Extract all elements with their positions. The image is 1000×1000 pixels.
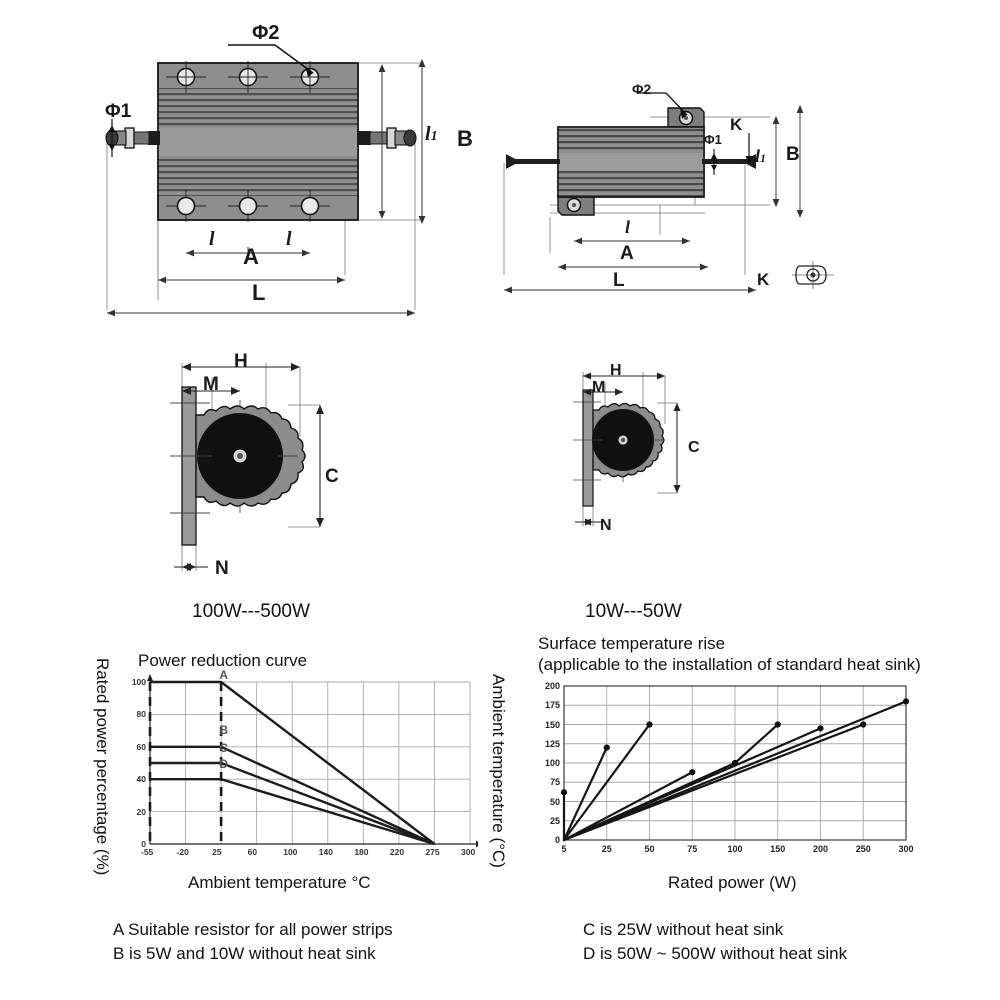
power-reduction-ytick: 80 bbox=[136, 709, 146, 720]
power-reduction-curve-label: C bbox=[219, 740, 229, 755]
power-reduction-xtick: -55 bbox=[141, 847, 154, 857]
eyelet-detail bbox=[790, 258, 836, 292]
front-view-label-phi1: Φ1 bbox=[105, 101, 132, 122]
side-view-label-phi2: Φ2 bbox=[632, 81, 652, 97]
footnote-right-line-2: D is 50W ~ 500W without heat sink bbox=[583, 944, 848, 963]
power-reduction-ytick: 100 bbox=[131, 677, 146, 687]
surface-temp-ytick: 25 bbox=[549, 815, 560, 826]
power-reduction-xtick: 100 bbox=[283, 847, 298, 857]
front-view-label-A: A bbox=[243, 244, 259, 269]
front-view-drawing bbox=[70, 15, 490, 335]
surface-temp-xtick: 200 bbox=[812, 844, 829, 854]
power-reduction-ytick: 20 bbox=[136, 806, 146, 817]
phi2-leader-side bbox=[638, 92, 688, 116]
front-view-label-l-left: l bbox=[209, 228, 215, 250]
power-reduction-xlabel: Ambient temperature °C bbox=[188, 873, 371, 892]
surface-temperature-chart: 5 25 50 75 100 150 200 250 300 0 25 50 75 100 125 150 17… bbox=[528, 678, 918, 868]
side-view-label-K-bottom: K bbox=[757, 270, 770, 289]
surface-temp-xtick: 25 bbox=[601, 844, 612, 854]
surface-temp-chart-title: Surface temperature rise bbox=[538, 634, 726, 653]
surface-temp-ytick: 175 bbox=[544, 700, 560, 711]
power-reduction-xtick: -20 bbox=[176, 847, 189, 857]
power-reduction-xtick: 275 bbox=[425, 847, 440, 857]
mounting-holes-bottom bbox=[166, 190, 330, 222]
side-view-label-B: B bbox=[786, 144, 800, 165]
power-reduction-curve-label: B bbox=[219, 723, 229, 738]
front-view-label-l-right: l bbox=[286, 228, 292, 250]
side-view-label-L: L bbox=[613, 270, 625, 291]
front-view-label-l1: l1 bbox=[425, 123, 438, 145]
surface-temp-xtick: 75 bbox=[687, 844, 698, 854]
power-reduction-ylabel: Rated power percentage (%) bbox=[93, 658, 112, 876]
cross-large-label-N: N bbox=[215, 558, 229, 579]
surface-temp-xlabel: Rated power (W) bbox=[668, 873, 797, 892]
side-view-label-l: l bbox=[625, 217, 631, 237]
resistor-body bbox=[157, 62, 359, 221]
surface-temp-ytick: 200 bbox=[544, 681, 560, 691]
power-reduction-xtick: 25 bbox=[212, 847, 222, 857]
cross-large-label-C: C bbox=[325, 466, 339, 487]
power-reduction-ytick: 60 bbox=[136, 741, 146, 752]
cross-small-label-N: N bbox=[600, 517, 612, 534]
finned-body-small bbox=[592, 402, 665, 478]
cross-section-large-drawing bbox=[160, 345, 390, 595]
power-reduction-chart-title: Power reduction curve bbox=[138, 651, 308, 670]
cross-section-small-drawing bbox=[565, 358, 735, 548]
cross-large-label-M: M bbox=[203, 374, 219, 395]
caption-100w-500w: 100W---500W bbox=[192, 601, 310, 622]
cross-small-label-H: H bbox=[610, 362, 622, 379]
surface-temp-xtick: 250 bbox=[855, 844, 871, 854]
resistor-side-body bbox=[506, 107, 756, 216]
power-reduction-curve-label: A bbox=[219, 668, 229, 682]
cross-small-label-M: M bbox=[592, 379, 606, 396]
surface-temp-chart-subtitle: (applicable to the installation of stand… bbox=[538, 655, 921, 674]
surface-temp-xtick: 50 bbox=[644, 844, 655, 854]
cross-large-label-H: H bbox=[234, 351, 248, 372]
footnote-right-line-1: C is 25W without heat sink bbox=[583, 920, 784, 939]
front-view-label-L: L bbox=[252, 280, 266, 305]
terminal-right bbox=[357, 127, 417, 149]
power-reduction-curve-label: D bbox=[219, 757, 229, 772]
surface-temp-ytick: 125 bbox=[544, 738, 560, 749]
footnote-right: C is 25W without heat sink D is 50W ~ 50… bbox=[583, 918, 847, 966]
mounting-holes-top bbox=[166, 61, 330, 93]
footnote-left-line-1: A Suitable resistor for all power strips bbox=[113, 920, 393, 939]
side-view-drawing bbox=[490, 75, 870, 305]
surface-temp-ytick: 0 bbox=[554, 835, 560, 845]
footnote-left: A Suitable resistor for all power strips… bbox=[113, 918, 393, 966]
front-view-label-phi2: Φ2 bbox=[252, 22, 280, 44]
surface-temp-xtick: 300 bbox=[898, 844, 914, 854]
surface-temp-ytick: 50 bbox=[549, 796, 560, 807]
surface-temp-xtick: 150 bbox=[770, 844, 786, 854]
power-reduction-xtick: 300 bbox=[461, 847, 476, 857]
surface-temp-ylabel: Ambient temperature (°C) bbox=[489, 674, 508, 868]
power-reduction-xtick: 140 bbox=[318, 847, 333, 857]
surface-temp-xtick: 100 bbox=[727, 844, 743, 854]
surface-temp-xtick: 5 bbox=[561, 844, 567, 854]
side-view-label-l1: l1 bbox=[755, 146, 767, 166]
surface-temp-ytick: 100 bbox=[544, 758, 560, 768]
power-reduction-xtick: 220 bbox=[389, 847, 405, 857]
power-reduction-ytick: 0 bbox=[141, 839, 146, 849]
surface-temp-ytick: 150 bbox=[544, 719, 560, 730]
caption-10w-50w: 10W---50W bbox=[585, 601, 682, 622]
power-reduction-xtick: 180 bbox=[354, 847, 369, 857]
finned-body-large bbox=[195, 405, 306, 507]
footnote-left-line-2: B is 5W and 10W without heat sink bbox=[113, 944, 376, 963]
cross-small-label-C: C bbox=[688, 439, 700, 456]
power-reduction-ytick: 40 bbox=[136, 774, 146, 785]
side-view-label-phi1: Φ1 bbox=[704, 132, 722, 147]
surface-temp-ytick: 75 bbox=[549, 777, 560, 788]
front-view-label-B: B bbox=[457, 126, 473, 151]
side-view-label-A: A bbox=[620, 243, 634, 264]
side-view-label-K-top: K bbox=[730, 115, 743, 134]
power-reduction-xtick: 60 bbox=[247, 847, 258, 857]
power-reduction-chart: -55 -20 25 60 100 140 180 220 275 300 0 20 40 60 80 100… bbox=[118, 668, 478, 872]
